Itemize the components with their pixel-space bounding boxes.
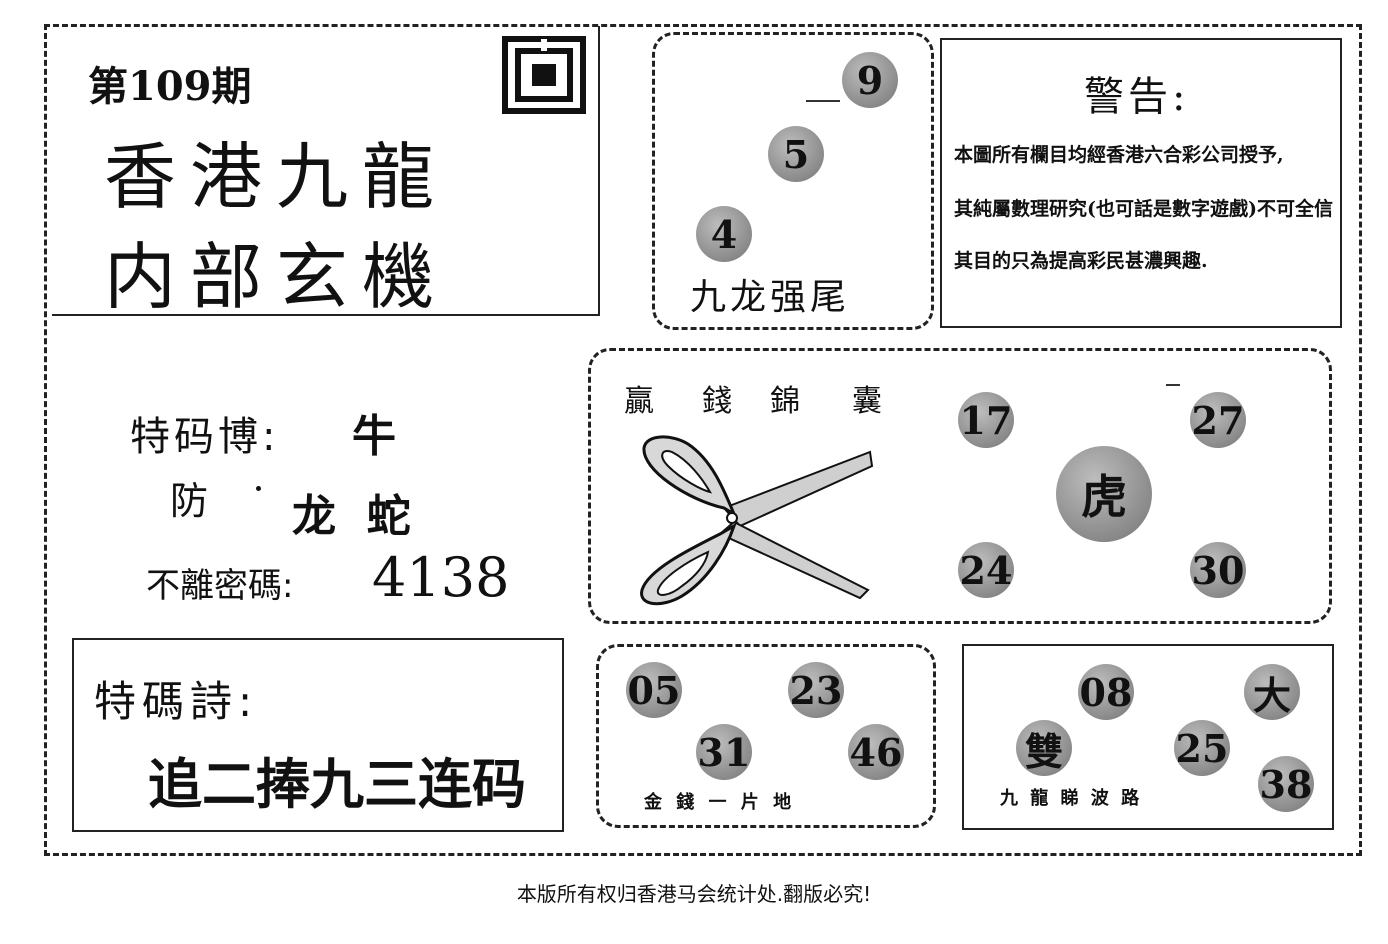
waves-ball-3: 雙 (1016, 720, 1072, 776)
guard-label: 防 (170, 479, 209, 523)
gold-ball-1: 05 (626, 662, 682, 718)
brocade-center-ball: 虎 (1056, 446, 1152, 542)
logo-mark (502, 36, 586, 114)
brocade-char-3: 錦 (770, 384, 800, 419)
waves-ball-5: 38 (1258, 756, 1314, 812)
gold-ball-2: 23 (788, 662, 844, 718)
center-panel (588, 348, 1332, 624)
waves-ball-2: 大 (1244, 664, 1300, 720)
title-line-2: 内部玄機 (104, 235, 449, 319)
waves-ball-1: 08 (1078, 664, 1134, 720)
brocade-char-4: 囊 (852, 384, 882, 419)
gold-box (596, 644, 936, 828)
brocade-char-1: 贏 (624, 384, 654, 419)
guard-values: 龙 蛇 (292, 491, 411, 542)
guard-dot (256, 486, 261, 491)
scissors-icon (628, 430, 878, 610)
waves-caption: 九 龍 睇 波 路 (1000, 788, 1143, 809)
brocade-char-2: 錢 (702, 384, 732, 419)
code-label: 不離密碼: (146, 566, 294, 606)
warning-line-3: 其目的只為提高彩民甚濃興趣. (954, 250, 1208, 272)
tail-box (652, 32, 934, 330)
brocade-ball-1: 17 (958, 392, 1014, 448)
tail-ball-2: 5 (768, 126, 824, 182)
waves-ball-4: 25 (1174, 720, 1230, 776)
code-value: 4138 (372, 546, 510, 609)
brocade-ball-3: 24 (958, 542, 1014, 598)
issue-number: 第109期 (88, 63, 252, 110)
special-value: 牛 (352, 411, 396, 462)
title-box (52, 26, 600, 316)
gold-caption: 金 錢 一 片 地 (644, 792, 796, 813)
gold-ball-4: 46 (848, 724, 904, 780)
brocade-ball-2: 27 (1190, 392, 1246, 448)
poem-text: 追二捧九三连码 (148, 752, 526, 816)
warning-title: 警告: (1084, 74, 1190, 120)
brocade-ball-4: 30 (1190, 542, 1246, 598)
dash-mark-2 (1166, 384, 1180, 386)
footer-text: 本版所有权归香港马会统计处.翻版必究! (516, 882, 872, 906)
warning-box (940, 38, 1342, 328)
dash-mark (806, 100, 840, 102)
warning-line-2: 其純屬數理研究(也可話是數字遊戲)不可全信 (954, 198, 1333, 220)
gold-ball-3: 31 (696, 724, 752, 780)
title-line-1: 香港九龍 (104, 135, 449, 219)
warning-line-1: 本圖所有欄目均經香港六合彩公司授予, (954, 144, 1284, 166)
special-label: 特码博: (130, 414, 280, 460)
poem-label: 特碼詩: (94, 677, 259, 726)
waves-box (962, 644, 1334, 830)
poem-box (72, 638, 564, 832)
outer-frame (44, 24, 1362, 856)
tail-caption: 九龙强尾 (690, 277, 851, 318)
tail-ball-3: 4 (696, 206, 752, 262)
tail-ball-1: 9 (842, 52, 898, 108)
